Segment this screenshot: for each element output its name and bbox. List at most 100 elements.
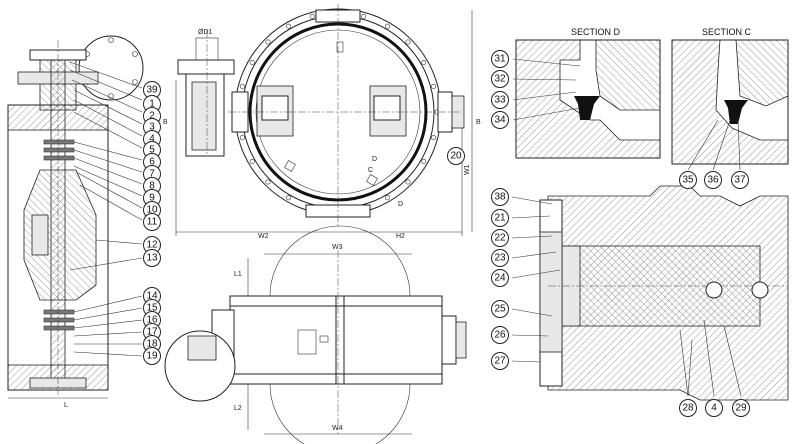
callout-number: 17	[146, 327, 158, 338]
callout-number: 28	[682, 403, 694, 414]
callout-circle	[679, 171, 697, 189]
callout-number: 9	[149, 193, 155, 204]
callout-number: 27	[494, 356, 506, 367]
bolt-hole	[249, 159, 255, 165]
dim-b-left-label: B	[163, 119, 168, 126]
callout-circle	[491, 111, 509, 129]
dim-w2-label: W2	[258, 233, 269, 240]
section-d-title: SECTION D	[571, 27, 621, 37]
callout-34: 34	[491, 111, 509, 129]
dim-h2-label: H2	[396, 233, 405, 240]
callout-19: 19	[143, 347, 161, 365]
bolt-hole	[431, 83, 437, 89]
callout-number: 22	[494, 233, 506, 244]
callout-number: 16	[146, 315, 158, 326]
dim-l2-label: L2	[234, 405, 242, 412]
shaft-section-view	[511, 185, 789, 401]
callout-number: 6	[149, 157, 155, 168]
callout-number: 25	[494, 304, 506, 315]
callout-number: 13	[146, 253, 158, 264]
callout-26: 26	[491, 326, 509, 344]
callout-number: 33	[494, 95, 506, 106]
callout-number: 4	[711, 403, 717, 414]
callout-number: 29	[735, 403, 747, 414]
bolt-hole	[405, 39, 411, 45]
callout-39: 39	[143, 81, 161, 99]
callout-circle	[491, 326, 509, 344]
callout-circle	[705, 399, 723, 417]
callout-number: 35	[682, 175, 694, 186]
callout-circle	[143, 249, 161, 267]
dim-l-label: L	[64, 402, 68, 409]
callout-circle	[447, 147, 465, 165]
dim-l1-label: L1	[234, 271, 242, 278]
bolt-hole	[285, 195, 291, 201]
dim-b-right-label: B	[476, 119, 481, 126]
bolt-hole	[239, 135, 245, 141]
top-view: W3 W4 L1 L2	[164, 225, 467, 444]
dim-w4-label: W4	[332, 425, 343, 432]
callout-number: 3	[149, 122, 155, 133]
callout-circle	[491, 352, 509, 370]
callout-number: 24	[494, 273, 506, 284]
callout-circle	[491, 229, 509, 247]
bolt-hole	[361, 13, 367, 19]
callout-29: 29	[732, 399, 750, 417]
bolt-hole	[265, 39, 271, 45]
callout-32: 32	[491, 70, 509, 88]
callout-number: 36	[707, 175, 719, 186]
callout-27: 27	[491, 352, 509, 370]
callout-number: 18	[146, 339, 158, 350]
callout-number: 12	[146, 240, 158, 251]
section-c-title: SECTION C	[702, 27, 752, 37]
callout-number: 2	[149, 111, 155, 122]
callout-number: 11	[147, 217, 158, 228]
callout-number: 15	[146, 303, 158, 314]
callout-number: 1	[149, 99, 155, 110]
callout-circle	[491, 249, 509, 267]
callout-circle	[491, 300, 509, 318]
callout-number: 8	[149, 181, 155, 192]
dim-w3-label: W3	[332, 244, 343, 251]
callout-number: 19	[146, 351, 158, 362]
callout-24: 24	[491, 269, 509, 287]
callout-circle	[491, 91, 509, 109]
callout-number: 23	[494, 253, 506, 264]
callout-circle	[143, 347, 161, 365]
callout-35: 35	[679, 171, 697, 189]
callout-number: 20	[450, 151, 462, 162]
section-d-view: SECTION D	[512, 27, 661, 159]
callout-circle	[704, 171, 722, 189]
dim-d-label: D	[372, 156, 377, 163]
callout-20: 20	[447, 147, 465, 165]
callout-number: 37	[734, 175, 746, 186]
callout-circle	[143, 213, 161, 231]
bolt-hole	[265, 179, 271, 185]
callout-25: 25	[491, 300, 509, 318]
bolt-hole	[384, 23, 390, 29]
callout-number: 32	[494, 74, 506, 85]
callout-36: 36	[704, 171, 722, 189]
callout-circle	[491, 209, 509, 227]
dim-w1-label: W1	[464, 164, 471, 175]
callout-circle	[491, 70, 509, 88]
callout-33: 33	[491, 91, 509, 109]
callout-28: 28	[679, 399, 697, 417]
callout-number: 34	[494, 115, 506, 126]
dim-c-label: C	[368, 167, 373, 174]
callout-11: 11	[143, 213, 161, 231]
callout-13: 13	[143, 249, 161, 267]
callout-31: 31	[491, 50, 509, 68]
callout-number: 5	[149, 145, 155, 156]
side-section-view: L	[7, 35, 144, 409]
callout-22: 22	[491, 229, 509, 247]
callout-number: 14	[146, 291, 158, 302]
section-c-view: SECTION C	[671, 27, 789, 171]
bolt-hole	[431, 135, 437, 141]
dim-d-side-label: D	[398, 201, 403, 208]
callout-4: 4	[705, 399, 723, 417]
callout-number: 7	[149, 169, 155, 180]
bolt-hole	[384, 195, 390, 201]
bolt-hole	[405, 179, 411, 185]
